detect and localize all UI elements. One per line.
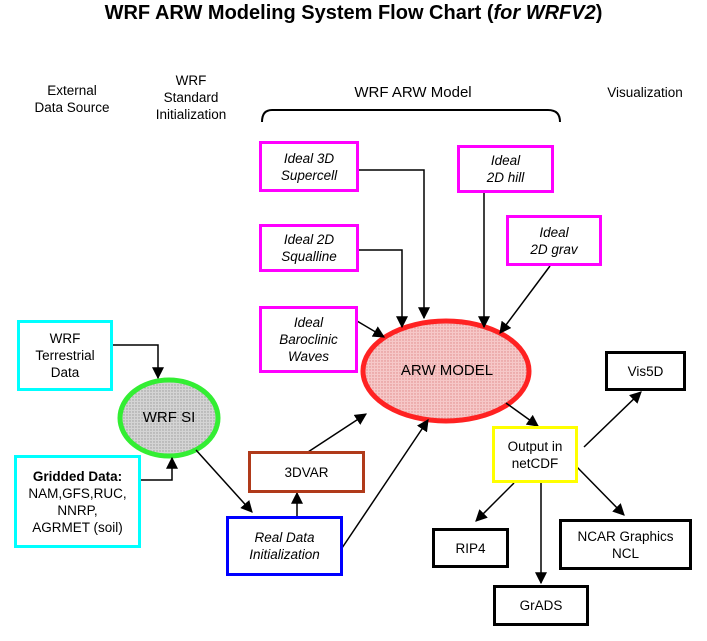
ncar-graphics-box: NCAR Graphics NCL xyxy=(559,519,692,570)
arrow-realdata-to-model xyxy=(341,419,429,549)
arw-model-bracket xyxy=(261,109,561,123)
arrow-squalline-to-model xyxy=(357,249,408,329)
arrow-gridded-to-si xyxy=(140,456,178,481)
wrf-terrestrial-data-box: WRF Terrestrial Data xyxy=(17,320,113,391)
chart-title: WRF ARW Modeling System Flow Chart (for … xyxy=(104,2,603,24)
gridded-data-sources: NAM,GFS,RUC, NNRP, AGRMET (soil) xyxy=(28,485,127,535)
gridded-data-box: Gridded Data: NAM,GFS,RUC, NNRP, AGRMET … xyxy=(14,455,141,548)
output-netcdf-box: Output in netCDF xyxy=(492,426,578,483)
rip4-box: RIP4 xyxy=(432,528,509,568)
wrf-si-label: WRF SI xyxy=(142,409,196,426)
arrow-si-to-realdata xyxy=(195,449,253,513)
ideal-2d-squalline-box: Ideal 2D Squalline xyxy=(259,224,359,272)
vis5d-box: Vis5D xyxy=(605,351,686,391)
arrow-supercell-to-model xyxy=(358,169,430,320)
grads-box: GrADS xyxy=(493,585,589,626)
arw-model-label: ARW MODEL xyxy=(400,362,494,379)
header-arw-model: WRF ARW Model xyxy=(354,84,472,101)
real-data-initialization-box: Real Data Initialization xyxy=(226,516,343,576)
ideal-baroclinic-waves-box: Ideal Baroclinic Waves xyxy=(259,306,358,373)
header-external-data-source: External Data Source xyxy=(34,83,110,115)
3dvar-box: 3DVAR xyxy=(248,451,365,493)
arw-model-node xyxy=(360,318,532,424)
arrow-baroclinic-to-model xyxy=(356,320,386,338)
ideal-3d-supercell-box: Ideal 3D Supercell xyxy=(259,141,359,192)
header-visualization: Visualization xyxy=(607,85,683,100)
ideal-2d-hill-box: Ideal 2D hill xyxy=(457,145,554,193)
arrow-output-to-vis5d xyxy=(583,391,642,448)
arrow-output-to-ncar xyxy=(574,464,625,516)
arrow-terrestrial-to-si xyxy=(112,344,164,380)
wrf-si-node xyxy=(117,377,221,459)
arrow-output-to-rip4 xyxy=(475,482,515,522)
arrow-grav-to-model xyxy=(499,265,551,334)
header-standard-initialization: WRF Standard Initialization xyxy=(155,73,227,122)
arrow-model-to-output xyxy=(505,402,539,427)
arrow-3dvar-to-model xyxy=(307,413,368,453)
ideal-2d-grav-box: Ideal 2D grav xyxy=(506,215,602,266)
gridded-data-title: Gridded Data: xyxy=(32,468,123,484)
